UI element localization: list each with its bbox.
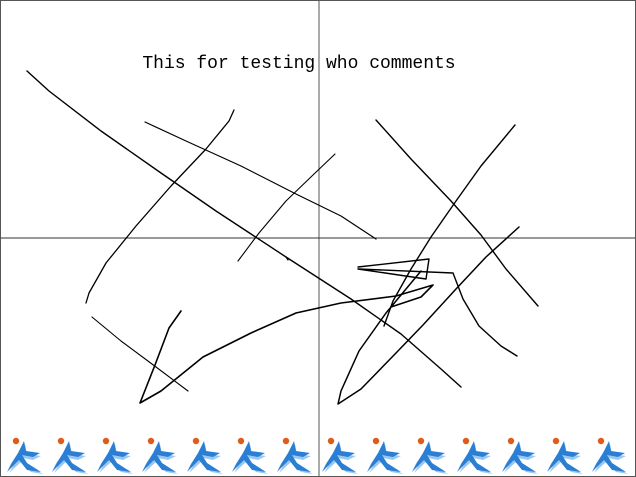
stroke-long-diagonal bbox=[26, 70, 462, 388]
running-figure-logo-icon bbox=[48, 432, 92, 476]
running-figure-logo-icon bbox=[408, 432, 452, 476]
logo-strip bbox=[3, 432, 635, 476]
stroke-left-curve bbox=[85, 109, 235, 304]
running-figure-logo-icon bbox=[273, 432, 317, 476]
stroke-middle-short bbox=[237, 153, 336, 262]
stroke-upper-diagonal bbox=[144, 121, 377, 240]
running-figure-logo-icon bbox=[93, 432, 137, 476]
canvas-title: This for testing who comments bbox=[142, 54, 456, 74]
running-figure-logo-icon bbox=[543, 432, 587, 476]
running-figure-logo-icon bbox=[453, 432, 497, 476]
stroke-zigzag bbox=[139, 284, 434, 404]
running-figure-logo-icon bbox=[3, 432, 47, 476]
stroke-right-long bbox=[337, 226, 520, 405]
running-figure-logo-icon bbox=[138, 432, 182, 476]
stroke-lower-left bbox=[91, 316, 189, 392]
running-figure-logo-icon bbox=[498, 432, 542, 476]
stroke-right-loop bbox=[357, 258, 518, 357]
running-figure-logo-icon bbox=[363, 432, 407, 476]
stroke-right-x-a bbox=[375, 119, 539, 307]
running-figure-logo-icon bbox=[318, 432, 362, 476]
stroke-right-x-b bbox=[383, 124, 516, 327]
stroke-dot bbox=[285, 256, 289, 261]
running-figure-logo-icon bbox=[228, 432, 272, 476]
running-figure-logo-icon bbox=[588, 432, 632, 476]
running-figure-logo-icon bbox=[183, 432, 227, 476]
